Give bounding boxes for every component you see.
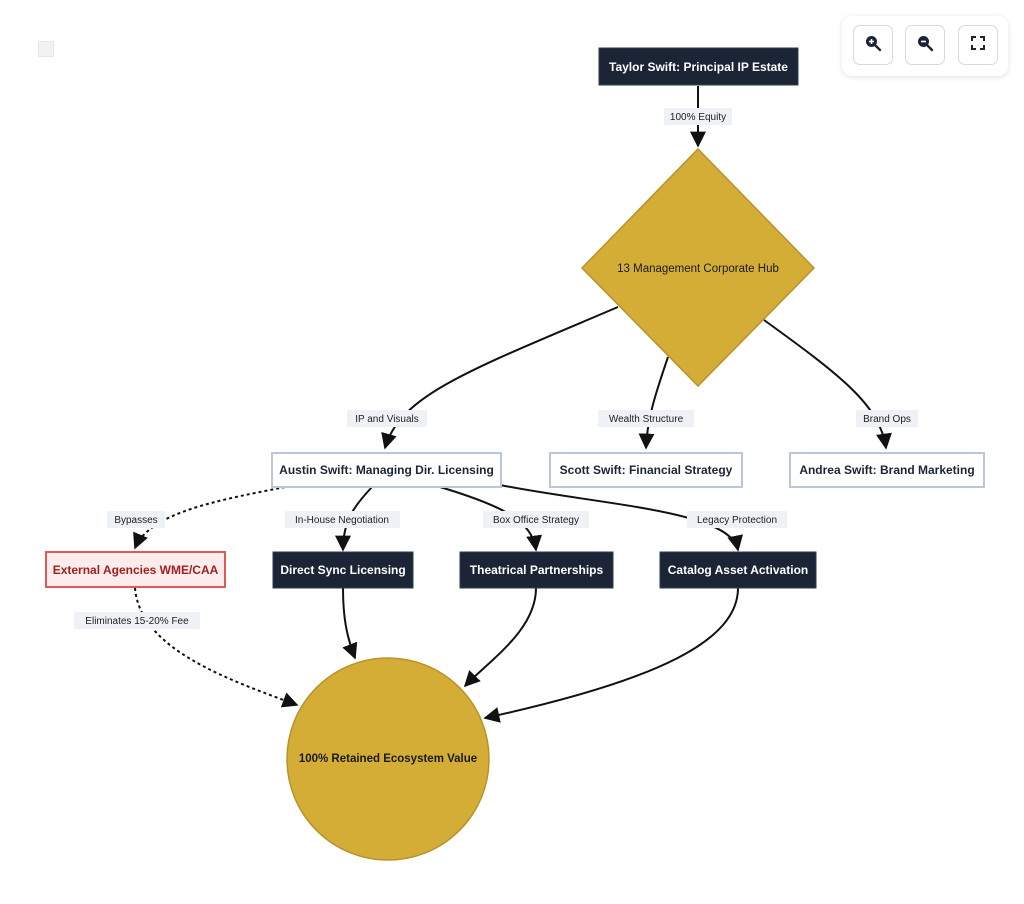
edge-label-wealth: Wealth Structure (598, 410, 694, 427)
edge-austin-catalog (499, 484, 743, 552)
fullscreen-button[interactable] (958, 25, 998, 65)
edge-label-legacy: Legacy Protection (687, 511, 787, 528)
zoom-in-icon (864, 34, 882, 57)
svg-text:In-House Negotiation: In-House Negotiation (295, 515, 389, 526)
svg-text:Legacy Protection: Legacy Protection (697, 515, 777, 526)
svg-text:Catalog Asset Activation: Catalog Asset Activation (668, 563, 808, 577)
node-taylor: Taylor Swift: Principal IP Estate (598, 47, 799, 86)
node-catalog: Catalog Asset Activation (659, 551, 817, 589)
edge-label-brand-ops: Brand Ops (856, 410, 918, 427)
svg-text:100% Retained Ecosystem Value: 100% Retained Ecosystem Value (299, 753, 477, 765)
edge-label-ip-visuals: IP and Visuals (347, 410, 427, 427)
svg-text:Bypasses: Bypasses (114, 515, 157, 526)
svg-text:Box Office Strategy: Box Office Strategy (493, 515, 579, 526)
node-theatrical: Theatrical Partnerships (459, 551, 614, 589)
svg-text:Austin Swift: Managing Dir. Li: Austin Swift: Managing Dir. Licensing (279, 463, 494, 477)
zoom-out-button[interactable] (905, 25, 945, 65)
edge-external-retained (134, 587, 299, 708)
svg-text:13 Management Corporate Hub: 13 Management Corporate Hub (617, 263, 779, 275)
svg-text:IP and Visuals: IP and Visuals (355, 414, 419, 425)
node-external: External Agencies WME/CAA (45, 551, 226, 588)
edge-theatrical-retained (463, 587, 537, 688)
svg-text:External Agencies WME/CAA: External Agencies WME/CAA (53, 563, 219, 577)
edges (133, 86, 892, 723)
svg-text:Wealth Structure: Wealth Structure (609, 414, 684, 425)
node-scott: Scott Swift: Financial Strategy (549, 452, 743, 488)
svg-text:Taylor Swift: Principal IP Est: Taylor Swift: Principal IP Estate (609, 60, 788, 74)
node-andrea: Andrea Swift: Brand Marketing (789, 452, 985, 488)
edge-austin-external (133, 486, 286, 550)
svg-text:Theatrical Partnerships: Theatrical Partnerships (470, 563, 604, 577)
edge-label-in-house: In-House Negotiation (285, 511, 400, 528)
svg-text:Scott Swift: Financial Strateg: Scott Swift: Financial Strategy (560, 463, 733, 477)
svg-text:Andrea Swift: Brand Marketing: Andrea Swift: Brand Marketing (799, 463, 974, 477)
edge-hub-austin (381, 306, 619, 450)
zoom-controls (842, 16, 1008, 76)
edge-label-eliminates: Eliminates 15-20% Fee (74, 612, 200, 629)
node-austin: Austin Swift: Managing Dir. Licensing (271, 452, 502, 488)
edge-sync-retained (342, 587, 358, 660)
svg-text:Brand Ops: Brand Ops (863, 414, 911, 425)
node-sync: Direct Sync Licensing (272, 551, 414, 589)
edge-hub-andrea (763, 319, 892, 450)
edge-label-bypasses: Bypasses (107, 511, 165, 528)
svg-text:100% Equity: 100% Equity (670, 112, 726, 123)
placeholder-square (38, 41, 54, 57)
edge-catalog-retained (483, 587, 739, 723)
node-retained: 100% Retained Ecosystem Value (286, 657, 490, 861)
edge-label-equity: 100% Equity (664, 108, 732, 125)
node-hub: 13 Management Corporate Hub (580, 147, 816, 388)
edge-label-box-office: Box Office Strategy (483, 511, 589, 528)
svg-text:Eliminates 15-20% Fee: Eliminates 15-20% Fee (85, 616, 189, 627)
fullscreen-icon (970, 35, 986, 56)
zoom-out-icon (916, 34, 934, 57)
edge-hub-scott (638, 356, 669, 450)
zoom-in-button[interactable] (853, 25, 893, 65)
svg-text:Direct Sync Licensing: Direct Sync Licensing (280, 563, 405, 577)
